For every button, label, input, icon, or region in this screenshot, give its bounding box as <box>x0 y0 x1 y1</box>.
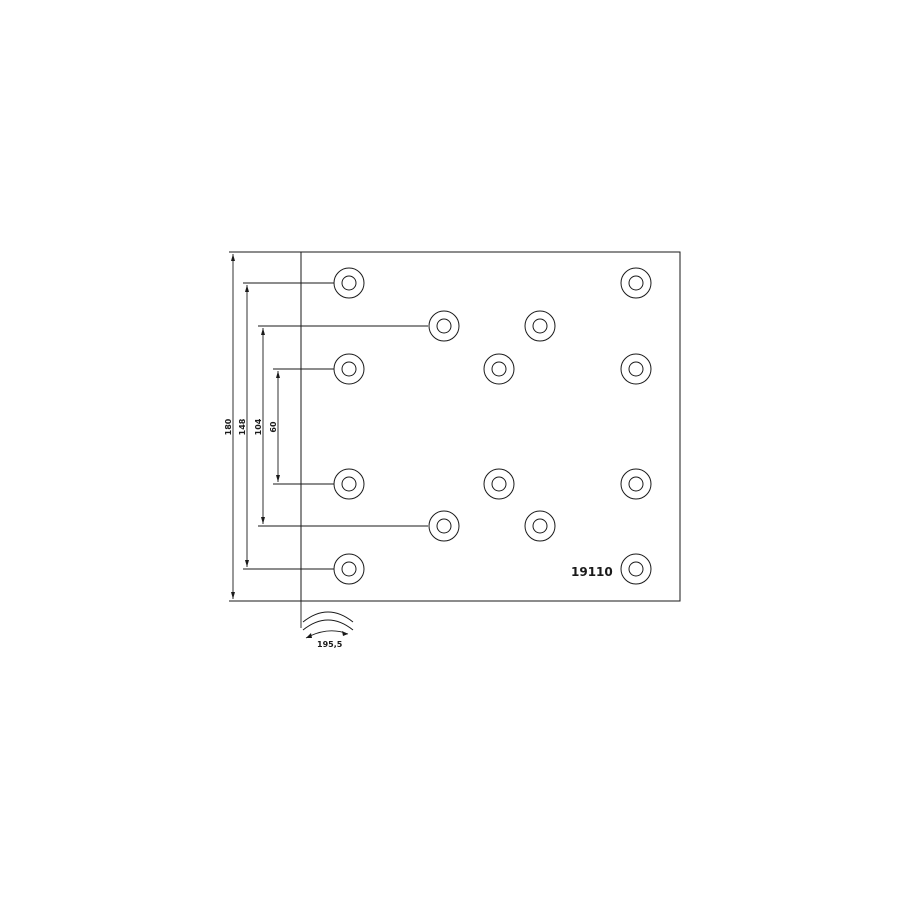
rivet-hole <box>333 353 365 385</box>
part-number: 19110 <box>571 565 613 579</box>
rivet-hole <box>620 267 652 299</box>
rivet-hole <box>483 353 515 385</box>
radius-symbol: 195,5 <box>302 611 354 649</box>
rivet-hole <box>333 553 365 585</box>
lining-outline <box>300 251 681 602</box>
rivet-hole <box>620 353 652 385</box>
rivet-hole <box>333 267 365 299</box>
dimension-60: 60 <box>269 368 334 485</box>
rivet-hole <box>428 510 460 542</box>
rivet-hole <box>483 468 515 500</box>
dimension-104-label: 104 <box>254 418 263 435</box>
dimension-148-label: 148 <box>238 418 247 435</box>
rivet-holes <box>333 267 652 585</box>
dimension-60-label: 60 <box>269 421 278 433</box>
rivet-hole <box>620 553 652 585</box>
rivet-hole <box>428 310 460 342</box>
rivet-hole <box>524 510 556 542</box>
rivet-hole <box>333 468 365 500</box>
radius-label: 195,5 <box>317 640 343 649</box>
rivet-hole <box>620 468 652 500</box>
dimension-180: 180 <box>224 254 235 599</box>
rivet-hole <box>524 310 556 342</box>
dimension-104: 104 <box>254 325 428 527</box>
dimension-180-label: 180 <box>224 418 233 435</box>
dimension-148: 148 <box>238 282 334 570</box>
